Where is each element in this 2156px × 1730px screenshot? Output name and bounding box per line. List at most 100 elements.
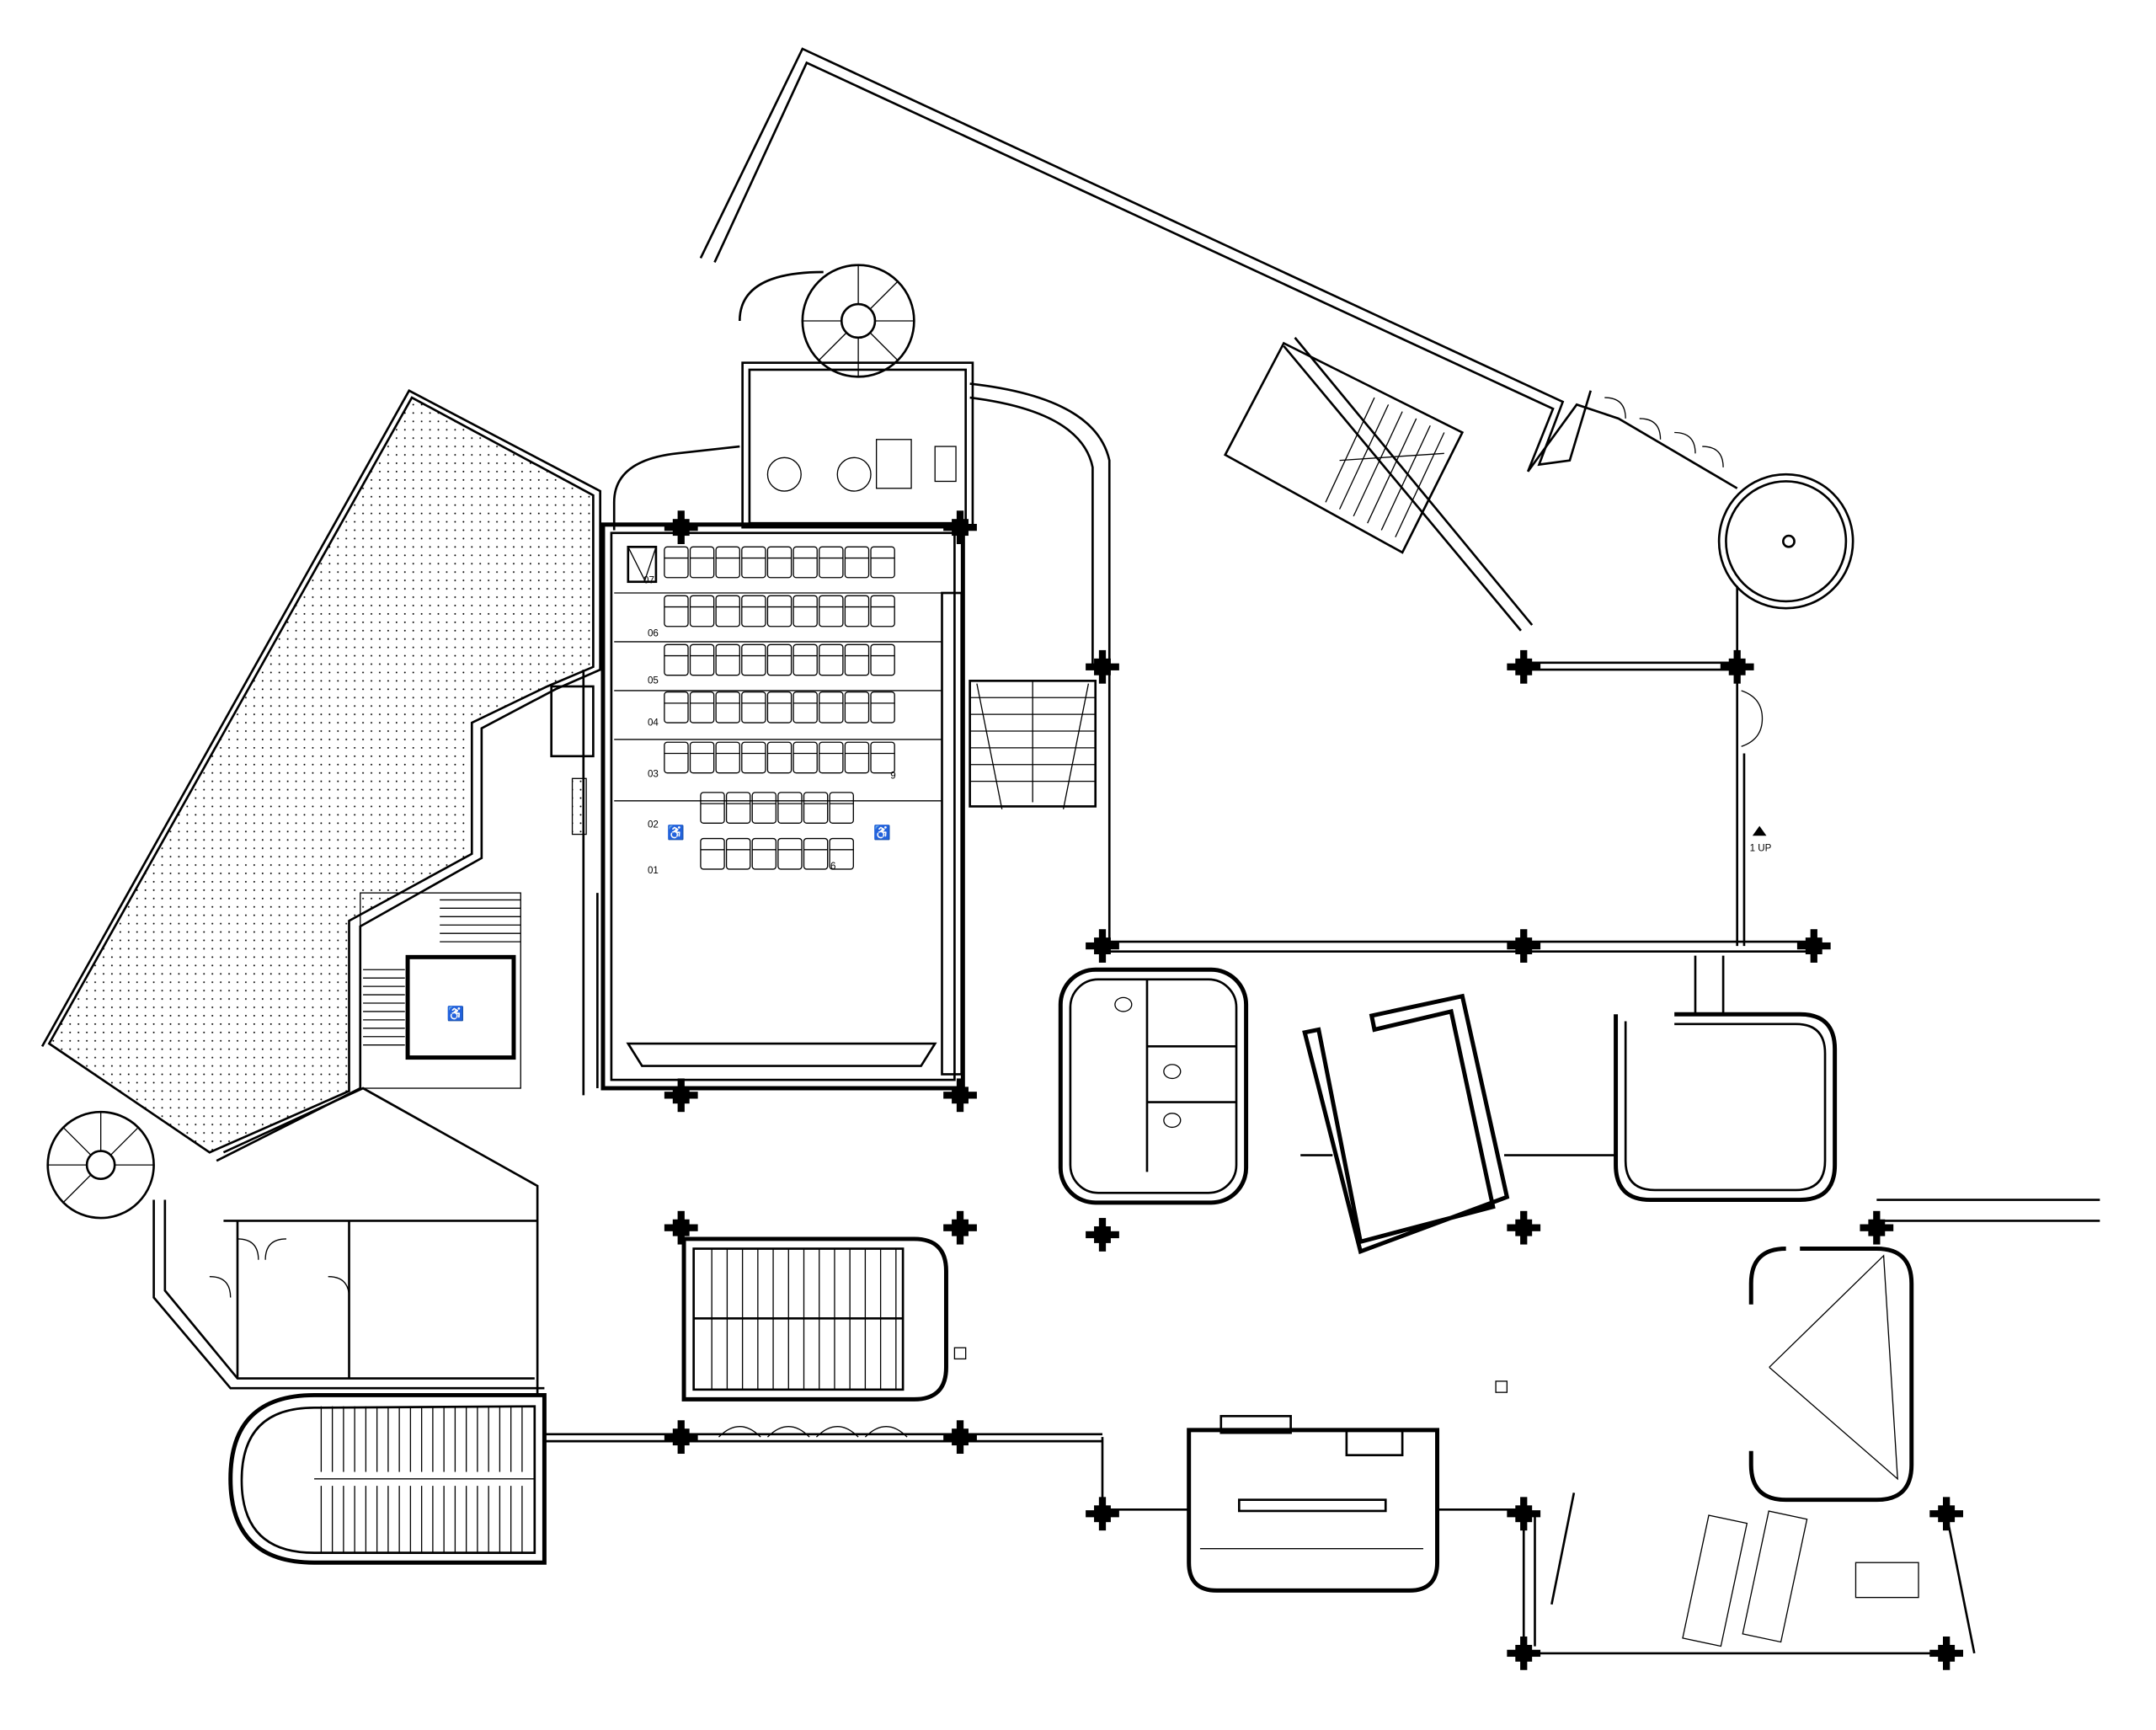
up-arrow-icon [1752, 825, 1767, 836]
seat [689, 691, 715, 724]
column [1507, 649, 1541, 684]
seat [715, 546, 740, 579]
seat [829, 792, 854, 824]
seat [766, 546, 792, 579]
column [1796, 929, 1831, 963]
column [1929, 1637, 1964, 1670]
column [1507, 1637, 1541, 1670]
row-label-07: 07 [643, 575, 654, 585]
seat [725, 792, 751, 824]
column [943, 1078, 977, 1113]
column [1086, 929, 1119, 963]
lounge-room [1682, 1510, 1919, 1647]
row-label-06: 06 [648, 628, 659, 638]
seat [664, 691, 689, 724]
auditorium: 07 06 05 04 03 02 01 9 6 ♿ ♿ [600, 522, 965, 1091]
central-stair [681, 1236, 1508, 1438]
column [1507, 1497, 1541, 1531]
row-label-03: 03 [648, 770, 659, 780]
elevator-wheelchair-icon: ♿ [446, 1005, 464, 1022]
seat [725, 837, 751, 870]
seat [870, 741, 895, 774]
seat [766, 595, 792, 627]
column [664, 1078, 698, 1113]
seat [844, 741, 870, 774]
spiral-stair-west [46, 1110, 155, 1220]
seat [741, 691, 766, 724]
walls [544, 670, 2100, 1655]
seat [715, 691, 740, 724]
lobby-pavilion [1748, 1247, 1914, 1503]
west-wing: ♿ [152, 685, 595, 1565]
seat [777, 837, 803, 870]
seat [870, 595, 895, 627]
column [664, 1210, 698, 1245]
seat [689, 741, 715, 774]
seat [819, 691, 844, 724]
seat [792, 741, 818, 774]
column [1086, 1497, 1119, 1531]
column [1507, 1210, 1541, 1245]
toilet-block [1058, 967, 1249, 1205]
seat [844, 546, 870, 579]
seat [792, 546, 818, 579]
seat [700, 792, 725, 824]
seat [715, 595, 740, 627]
row-label-01: 01 [648, 866, 659, 876]
spiral-stair-north [738, 264, 915, 378]
seat [803, 837, 829, 870]
north-wing [699, 47, 1764, 947]
seat-number-row-03: 9 [890, 771, 895, 781]
column [664, 510, 698, 545]
kitchen-room [1187, 1414, 1440, 1593]
seat [829, 837, 854, 870]
round-tower [1604, 397, 1854, 610]
column [943, 1420, 977, 1455]
hatched-terrace [47, 396, 595, 1154]
seat [664, 546, 689, 579]
column [1086, 1218, 1119, 1252]
seat [689, 595, 715, 627]
column [1929, 1497, 1964, 1531]
row-label-02: 02 [648, 820, 659, 830]
seat [741, 546, 766, 579]
seat [777, 792, 803, 824]
seat [751, 792, 777, 824]
seat [700, 837, 725, 870]
seat [664, 741, 689, 774]
seat [819, 546, 844, 579]
seat [870, 643, 895, 676]
seat [664, 595, 689, 627]
seat [689, 643, 715, 676]
column [1507, 929, 1541, 963]
seat [792, 691, 818, 724]
column [943, 1210, 977, 1245]
seat [792, 595, 818, 627]
column [1720, 649, 1754, 684]
seat [715, 741, 740, 774]
up-label: 1 UP [1750, 843, 1772, 853]
seat [819, 595, 844, 627]
row-label-05: 05 [648, 676, 659, 686]
seat [819, 643, 844, 676]
seat [870, 691, 895, 724]
tilted-room [1302, 993, 1510, 1255]
seat [741, 595, 766, 627]
seat [766, 691, 792, 724]
column [1086, 649, 1119, 684]
wheelchair-space-icon: ♿ [667, 824, 685, 841]
seat [803, 792, 829, 824]
seat [664, 643, 689, 676]
seat [792, 643, 818, 676]
structural-columns [664, 510, 1964, 1670]
seat [844, 595, 870, 627]
seat [766, 643, 792, 676]
row-label-04: 04 [648, 718, 659, 728]
seat [741, 741, 766, 774]
wheelchair-space-icon: ♿ [873, 824, 891, 841]
column [1860, 1210, 1894, 1245]
seat [844, 643, 870, 676]
seat [766, 741, 792, 774]
seat [689, 546, 715, 579]
